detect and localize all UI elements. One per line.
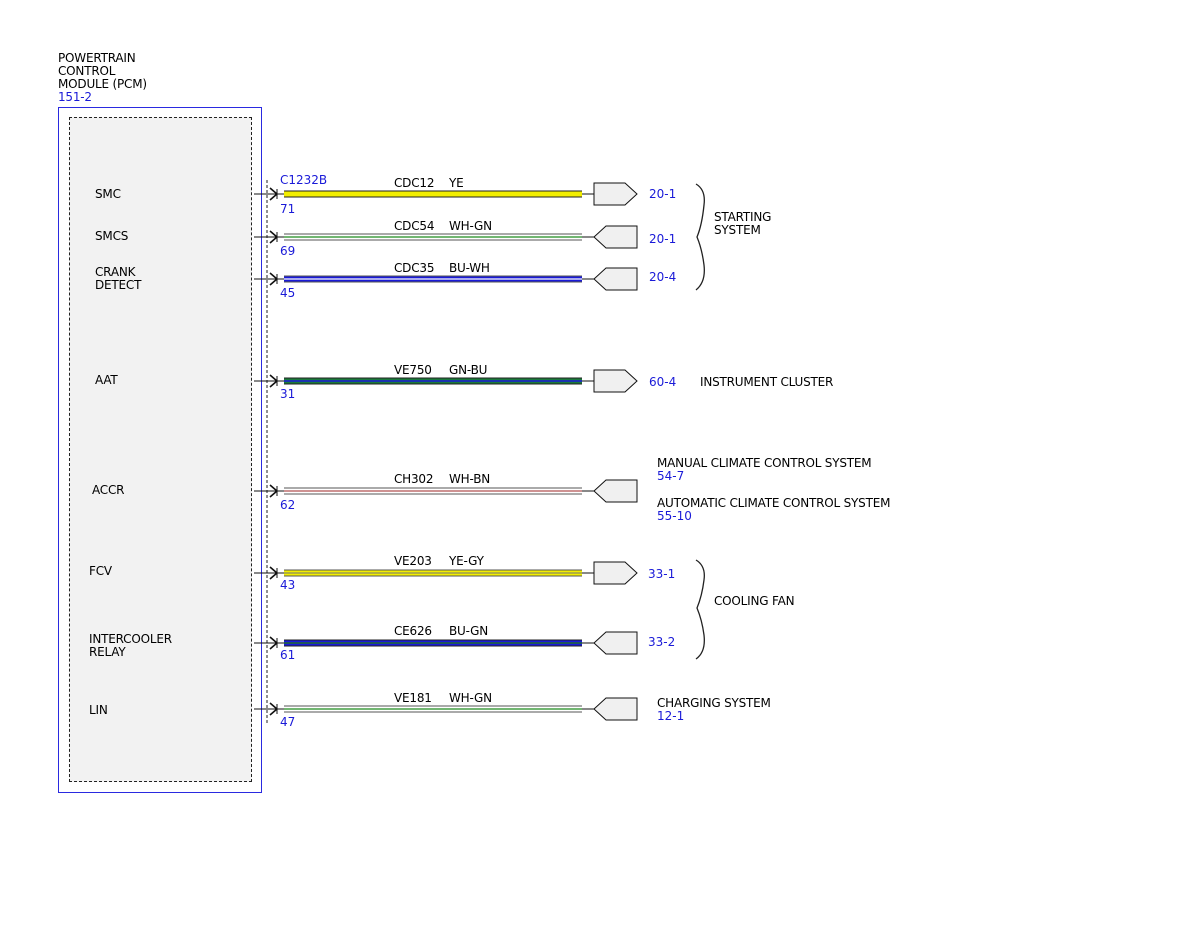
pcm-ref[interactable]: 151-2 bbox=[58, 90, 92, 104]
wire-color-code: BU-WH bbox=[449, 261, 490, 275]
starting-system-label-line-1: STARTING bbox=[714, 210, 772, 224]
automatic-climate-ref[interactable]: 55-10 bbox=[657, 509, 692, 523]
wire-color-code: WH-GN bbox=[449, 219, 492, 233]
connector-icon bbox=[593, 479, 638, 503]
manual-climate-ref[interactable]: 54-7 bbox=[657, 469, 685, 483]
signal-crank-detect-line-1: CRANK bbox=[95, 265, 136, 279]
dest-ref[interactable]: 20-1 bbox=[649, 187, 677, 201]
dest-ref[interactable]: 20-4 bbox=[649, 270, 677, 284]
wire-color-code: BU-GN bbox=[449, 624, 489, 638]
dest-ref[interactable]: 33-2 bbox=[648, 635, 676, 649]
circuit-id: CDC12 bbox=[394, 176, 435, 190]
dest-ref[interactable]: 33-1 bbox=[648, 567, 676, 581]
charging-system-ref[interactable]: 12-1 bbox=[657, 709, 685, 723]
circuit-id: CDC54 bbox=[394, 219, 435, 233]
pcm-title-line-3: MODULE (PCM) bbox=[58, 77, 147, 91]
circuit-id: VE181 bbox=[394, 691, 432, 705]
connector-icon bbox=[593, 697, 638, 721]
instrument-cluster-label: INSTRUMENT CLUSTER bbox=[700, 375, 834, 389]
pin-number: 71 bbox=[280, 202, 296, 216]
wire-color-code: WH-BN bbox=[449, 472, 491, 486]
dest-ref[interactable]: 20-1 bbox=[649, 232, 677, 246]
starting-system-label-line-2: SYSTEM bbox=[714, 223, 761, 237]
cooling-fan-brace bbox=[695, 559, 705, 660]
connector-icon bbox=[593, 631, 638, 655]
wire-color-code: YE bbox=[449, 176, 464, 190]
connector-id[interactable]: C1232B bbox=[280, 173, 328, 187]
pin-number: 31 bbox=[280, 387, 296, 401]
cooling-fan-label: COOLING FAN bbox=[714, 594, 795, 608]
wire-color-code: GN-BU bbox=[449, 363, 488, 377]
dest-ref[interactable]: 60-4 bbox=[649, 375, 677, 389]
pin-number: 69 bbox=[280, 244, 296, 258]
signal-accr: ACCR bbox=[92, 483, 125, 497]
starting-system-brace bbox=[695, 183, 705, 291]
signal-intercooler-relay-line-2: RELAY bbox=[89, 645, 126, 659]
connector-icon bbox=[593, 267, 638, 291]
pcm-title-line-2: CONTROL bbox=[58, 64, 116, 78]
pcm-internal-boundary bbox=[69, 117, 252, 782]
automatic-climate-label: AUTOMATIC CLIMATE CONTROL SYSTEM bbox=[657, 496, 891, 510]
connector-icon bbox=[593, 561, 638, 585]
charging-system-label: CHARGING SYSTEM bbox=[657, 696, 771, 710]
signal-lin: LIN bbox=[89, 703, 108, 717]
signal-fcv: FCV bbox=[89, 564, 112, 578]
circuit-id: CDC35 bbox=[394, 261, 435, 275]
connector-icon bbox=[593, 225, 638, 249]
pin-number: 61 bbox=[280, 648, 296, 662]
signal-crank-detect-line-2: DETECT bbox=[95, 278, 142, 292]
pin-number: 62 bbox=[280, 498, 296, 512]
circuit-id: CE626 bbox=[394, 624, 432, 638]
pin-number: 43 bbox=[280, 578, 296, 592]
connector-icon bbox=[593, 369, 638, 393]
circuit-id: VE203 bbox=[394, 554, 432, 568]
pin-number: 47 bbox=[280, 715, 296, 729]
circuit-id: VE750 bbox=[394, 363, 432, 377]
circuit-id: CH302 bbox=[394, 472, 434, 486]
signal-smc: SMC bbox=[95, 187, 121, 201]
signal-aat: AAT bbox=[95, 373, 118, 387]
pcm-title-line-1: POWERTRAIN bbox=[58, 51, 136, 65]
connector-icon bbox=[593, 182, 638, 206]
signal-intercooler-relay-line-1: INTERCOOLER bbox=[89, 632, 172, 646]
wire-group bbox=[254, 182, 638, 721]
manual-climate-label: MANUAL CLIMATE CONTROL SYSTEM bbox=[657, 456, 872, 470]
wire-body bbox=[284, 191, 582, 197]
wire-color-code: YE-GY bbox=[449, 554, 484, 568]
wire-color-code: WH-GN bbox=[449, 691, 492, 705]
pin-number: 45 bbox=[280, 286, 296, 300]
signal-smcs: SMCS bbox=[95, 229, 129, 243]
